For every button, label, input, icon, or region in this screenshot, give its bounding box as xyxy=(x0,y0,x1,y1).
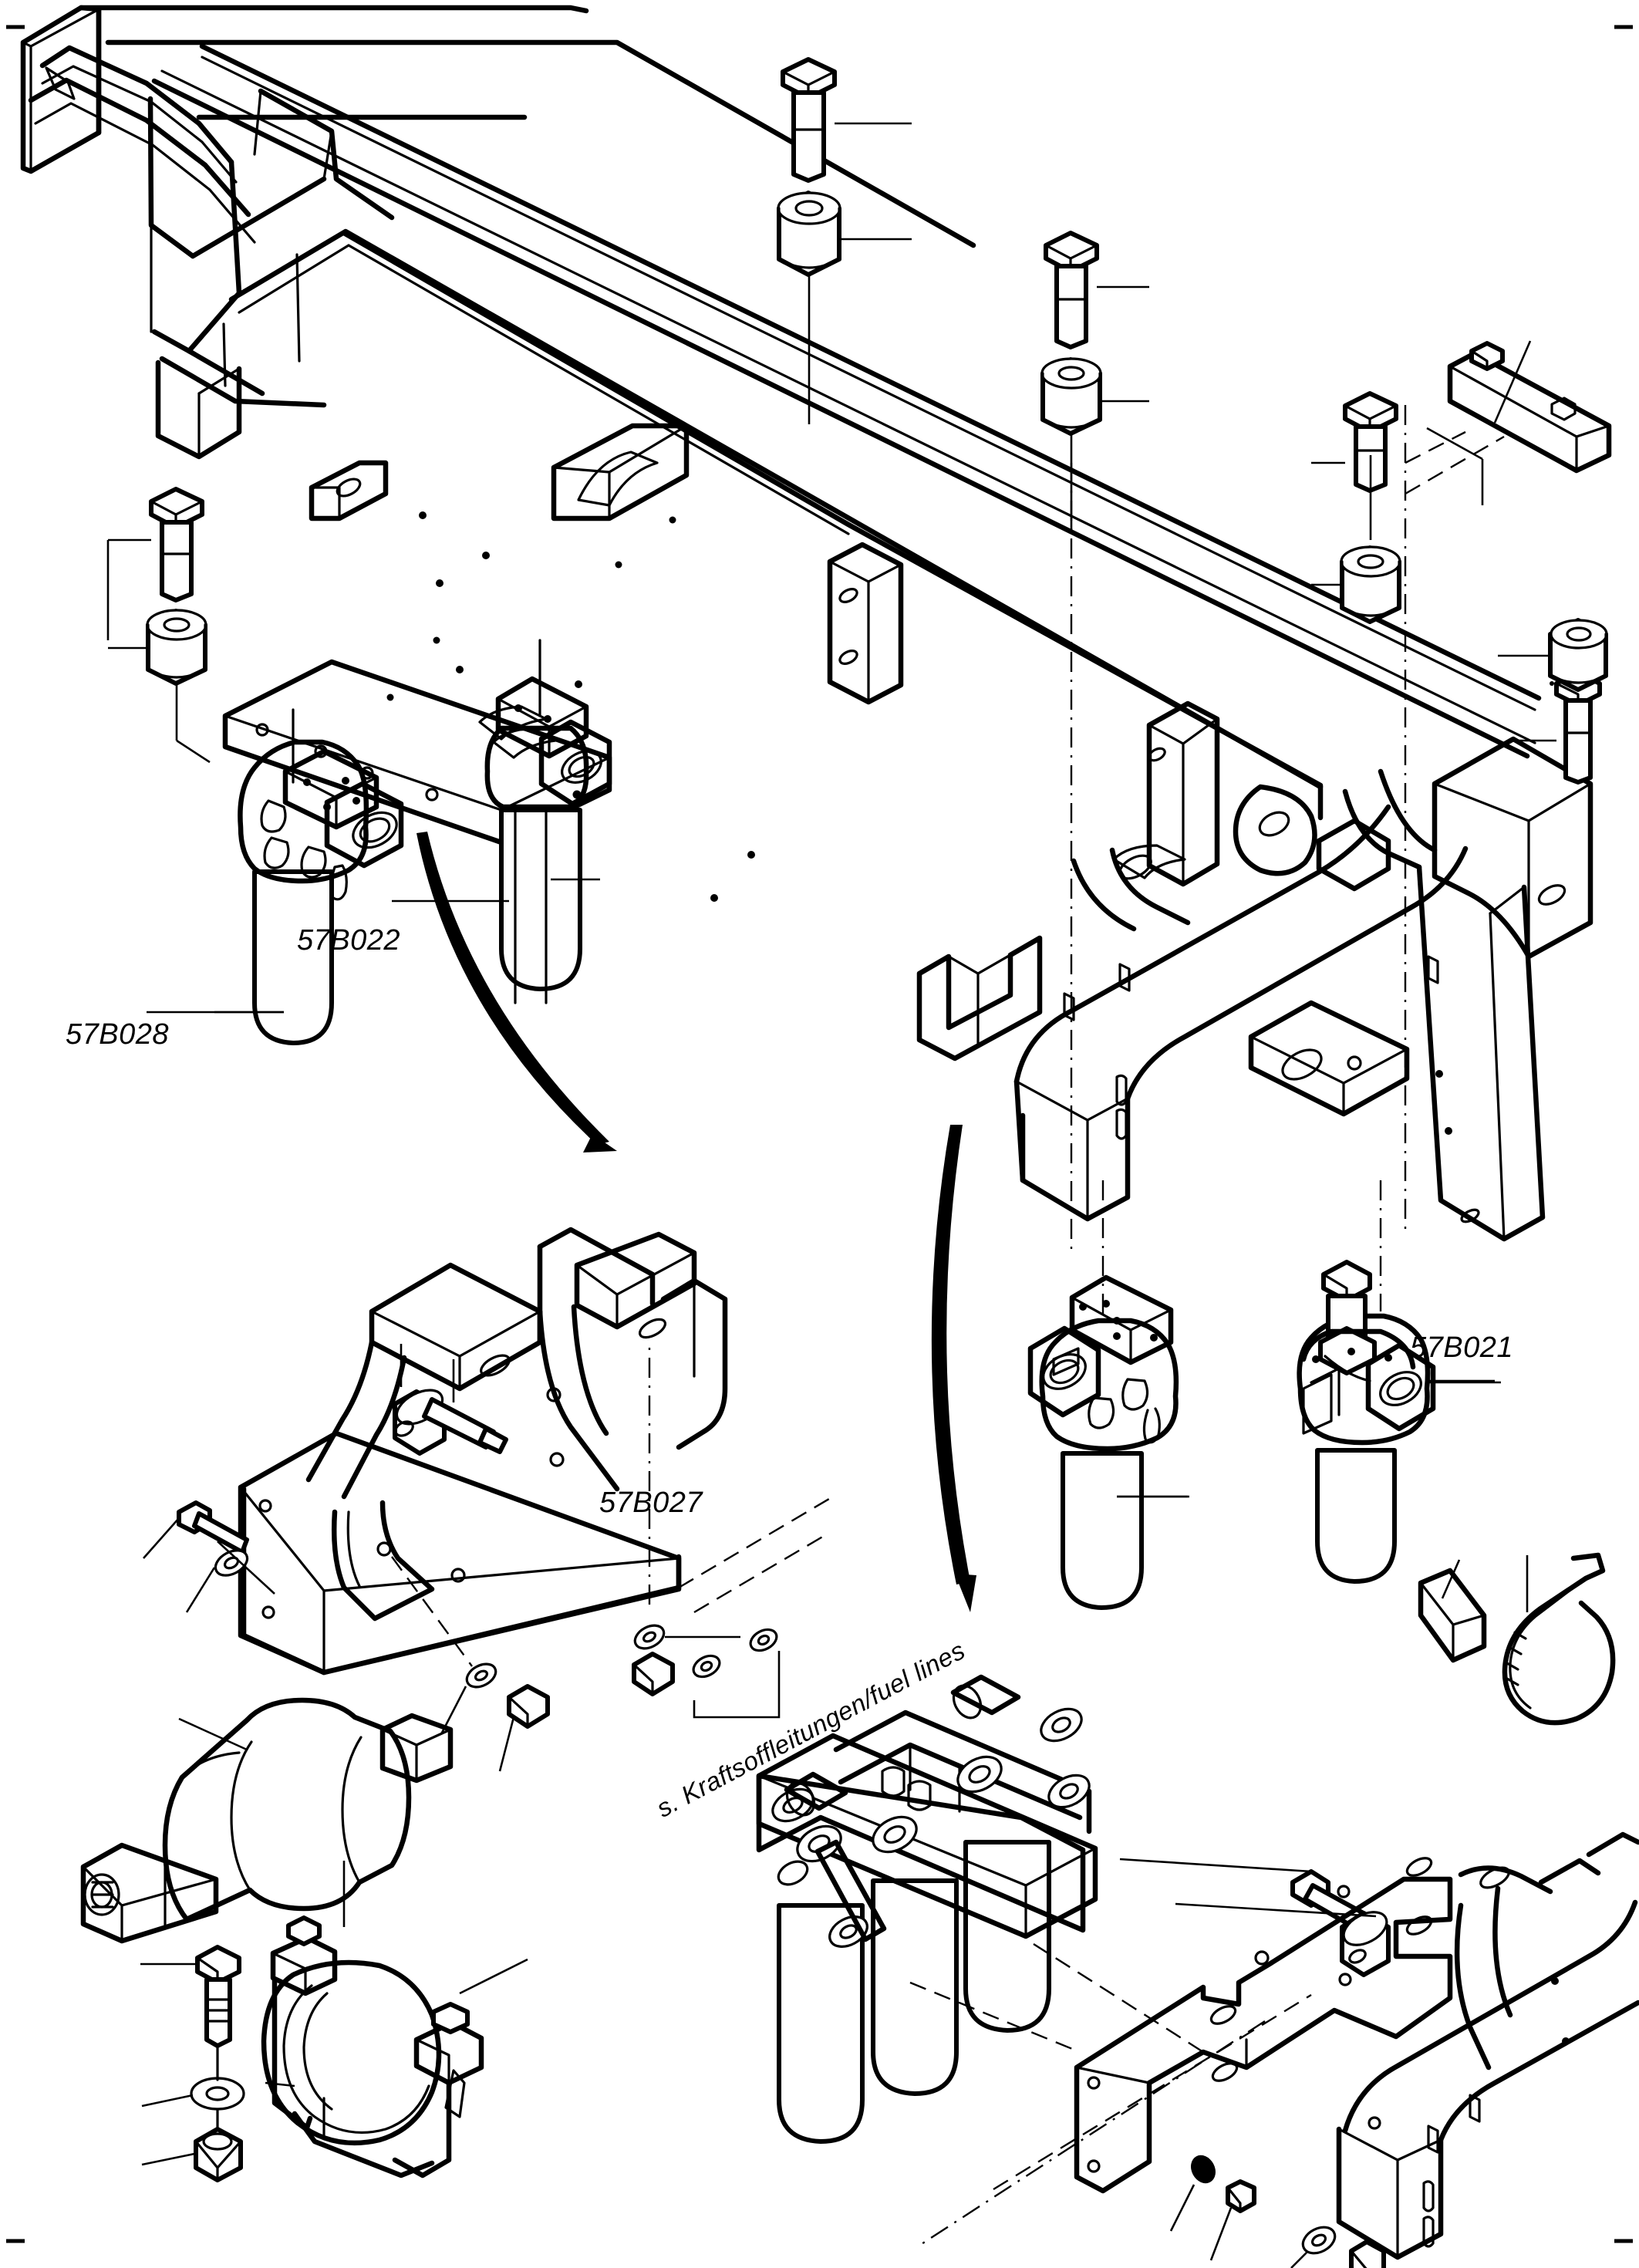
filter-assembly-57B028 xyxy=(214,708,404,1045)
part-label-57B022: 57B022 xyxy=(297,924,401,957)
spacer-sleeve-top-center xyxy=(777,191,841,277)
registration-marks xyxy=(6,25,1633,2243)
upper-bracket-tabs xyxy=(222,423,1043,1061)
protective-sleeve xyxy=(1418,1559,1487,1663)
mounting-bracket-angle-top-right xyxy=(1426,340,1612,505)
main-frame-rail-right xyxy=(1013,700,1593,1242)
part-label-57B027: 57B027 xyxy=(599,1487,703,1519)
cross-member-plate xyxy=(341,230,1324,902)
cable-tie xyxy=(1502,1552,1616,1726)
spacer-sleeve-top-left xyxy=(146,609,207,686)
spacer-sleeve-top-right-b xyxy=(1340,545,1401,624)
callout-arrow-left xyxy=(416,832,617,1153)
hex-bolt-top-center xyxy=(781,57,837,183)
triple-fuel-filter-assembly xyxy=(756,1674,1204,2144)
spacer-sleeve-far-right xyxy=(1548,618,1608,692)
filter-cartridge-57B022 xyxy=(478,639,612,1004)
filter-assembly-57B021 xyxy=(1297,1180,1495,1584)
callout-arrow-right xyxy=(931,1125,976,1612)
clamp-bolt-stack xyxy=(140,1945,245,2182)
part-label-leaders xyxy=(147,899,1501,1498)
hex-bolt-top-right-a xyxy=(1044,231,1099,349)
spacer-sleeve-top-right-a xyxy=(1040,357,1102,436)
hose-clamp-band xyxy=(261,1915,528,2179)
filter-assembly-57B027 xyxy=(1027,1180,1189,1610)
fuel-pre-filter-canister xyxy=(80,1697,454,1944)
hex-bolt-top-left xyxy=(149,487,204,602)
part-label-57B028: 57B028 xyxy=(66,1018,170,1051)
main-frame-rail-left xyxy=(20,5,1542,790)
part-label-57B021: 57B021 xyxy=(1410,1331,1514,1364)
bracket-and-rail-lower-right xyxy=(917,1831,1639,2268)
pedestal-bracket-center-left xyxy=(143,1227,834,1772)
hex-bolt-top-right-b xyxy=(1343,391,1398,493)
